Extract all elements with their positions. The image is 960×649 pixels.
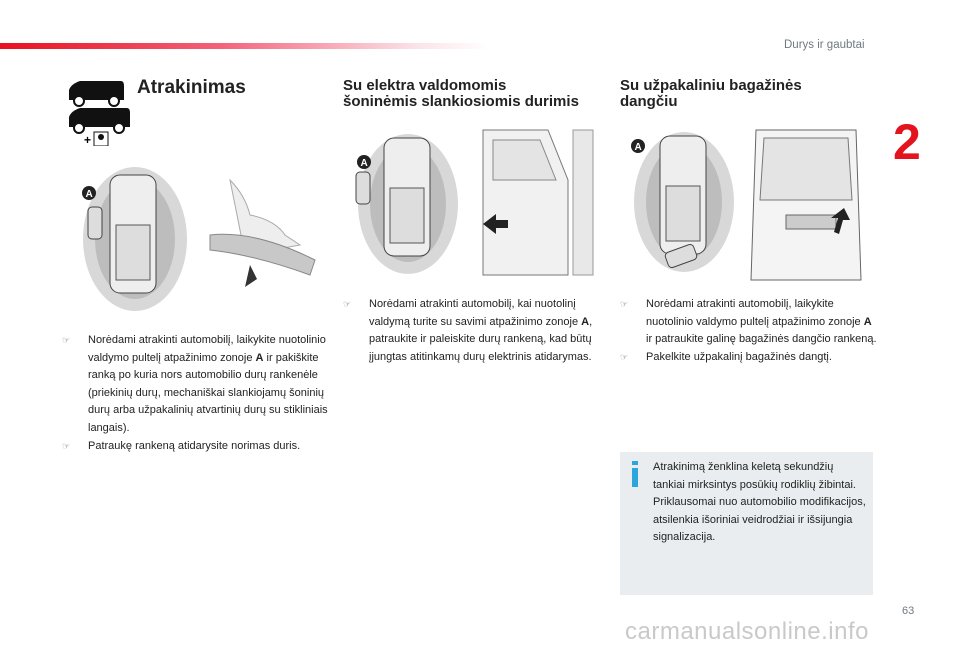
sliding-door-illustration	[482, 129, 594, 276]
pointing-hand-icon: ☞	[343, 299, 352, 309]
section-heading-unlocking: Atrakinimas	[137, 77, 246, 98]
van-icons: +	[69, 81, 130, 146]
pointing-hand-icon: ☞	[620, 351, 629, 362]
info-text: Atrakinimą ženklina keletą sekundžių tan…	[653, 461, 856, 491]
list-item: ☞Norėdami atrakinti automobilį, kai nuot…	[343, 298, 593, 363]
instructions-list-tailgate: ☞Norėdami atrakinti automobilį, laikykit…	[620, 296, 880, 366]
svg-text:A: A	[86, 189, 93, 200]
list-item: ☞Pakelkite užpakalinį bagažinės dangtį.	[620, 349, 880, 367]
list-item: ☞Norėdami atrakinti automobilį, laikykit…	[62, 334, 328, 434]
chapter-number: 2	[893, 114, 921, 170]
section-heading-tailgate: Su užpakaliniu bagažinės dangčiu	[620, 77, 802, 110]
pointing-hand-icon: ☞	[620, 299, 629, 309]
car-top-view-zone-illustration: A	[631, 132, 734, 272]
instructions-list-unlocking: ☞Norėdami atrakinti automobilį, laikykit…	[62, 332, 332, 455]
list-item: ☞Patraukę rankeną atidarysite norimas du…	[62, 438, 332, 456]
svg-text:A: A	[635, 142, 642, 153]
page-number: 63	[902, 605, 915, 617]
car-top-view-zone-illustration: A	[82, 167, 187, 311]
svg-text:A: A	[361, 158, 368, 169]
header-accent-bar	[0, 43, 490, 49]
watermark: carmanualsonline.info	[625, 618, 869, 645]
pointing-hand-icon: ☞	[62, 440, 71, 451]
section-title: Durys ir gaubtai	[784, 39, 865, 51]
info-icon	[632, 461, 638, 487]
tailgate-illustration	[750, 129, 862, 281]
svg-text:+: +	[84, 133, 91, 146]
car-top-view-zone-illustration: A	[355, 134, 458, 274]
instructions-list-electric-doors: ☞Norėdami atrakinti automobilį, kai nuot…	[343, 296, 603, 366]
info-text: Priklausomai nuo automobilio modifikacij…	[653, 496, 866, 544]
pointing-hand-icon: ☞	[62, 335, 71, 345]
hand-door-handle-illustration	[209, 178, 316, 287]
section-heading-electric-sliding-doors: Su elektra valdomomis šoninėmis slankios…	[343, 77, 579, 110]
info-box: Atrakinimą ženklina keletą sekundžių tan…	[620, 452, 873, 595]
list-item: ☞Norėdami atrakinti automobilį, laikykit…	[620, 298, 877, 346]
